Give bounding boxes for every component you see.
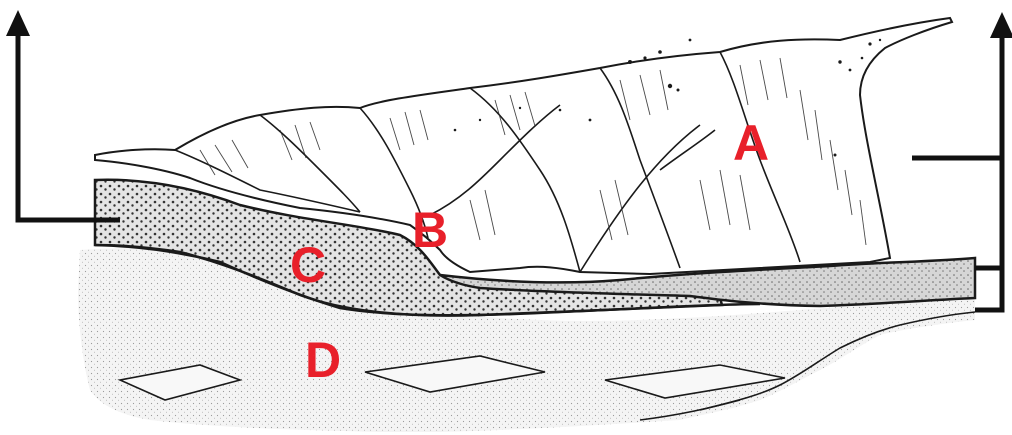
label-a: A	[733, 118, 769, 168]
label-b: B	[412, 205, 448, 255]
label-d: D	[305, 335, 341, 385]
left-bracket-arrow	[6, 10, 30, 36]
label-c: C	[290, 240, 326, 290]
right-bracket-arrow	[990, 12, 1012, 38]
